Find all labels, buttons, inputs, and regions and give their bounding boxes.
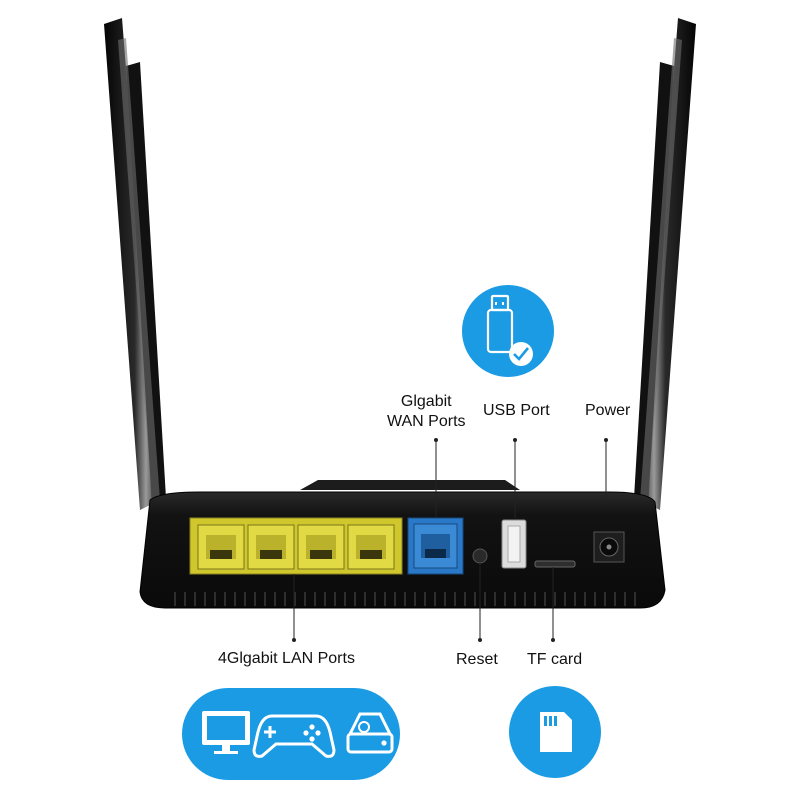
connected-devices-badge (182, 688, 400, 780)
reset-label: Reset (456, 651, 498, 668)
left-antenna (104, 18, 166, 510)
power-label: Power (585, 402, 631, 419)
lan-port-4 (347, 524, 395, 570)
wan-ports-label-line1: Glgabit (400, 393, 452, 410)
wan-ports-label-line2: WAN Ports (387, 413, 466, 430)
wan-ports-label: Glgabit WAN Ports (387, 392, 466, 432)
leader-lines (293, 440, 607, 640)
usb-port (501, 519, 527, 569)
vent-grille (174, 592, 636, 606)
gamepad-icon (252, 714, 336, 758)
lan-ports (189, 517, 403, 575)
reset-button-hole (472, 548, 488, 564)
wan-port (407, 517, 464, 575)
usb-drive-check-icon (462, 285, 554, 377)
right-antenna (634, 18, 696, 510)
sd-card-icon (509, 686, 601, 778)
lan-port-1 (197, 524, 245, 570)
lan-ports-label: 4Glgabit LAN Ports (218, 650, 355, 667)
router-top-ridge (300, 480, 520, 490)
usb-port-label: USB Port (483, 402, 550, 419)
lan-port-3 (297, 524, 345, 570)
power-jack (593, 531, 625, 563)
tf-card-label: TF card (527, 651, 583, 668)
monitor-icon (202, 711, 250, 754)
leader-dots (292, 438, 608, 642)
lan-port-2 (247, 524, 295, 570)
storage-drive-icon (346, 712, 394, 754)
tf-card-slot (534, 560, 576, 568)
